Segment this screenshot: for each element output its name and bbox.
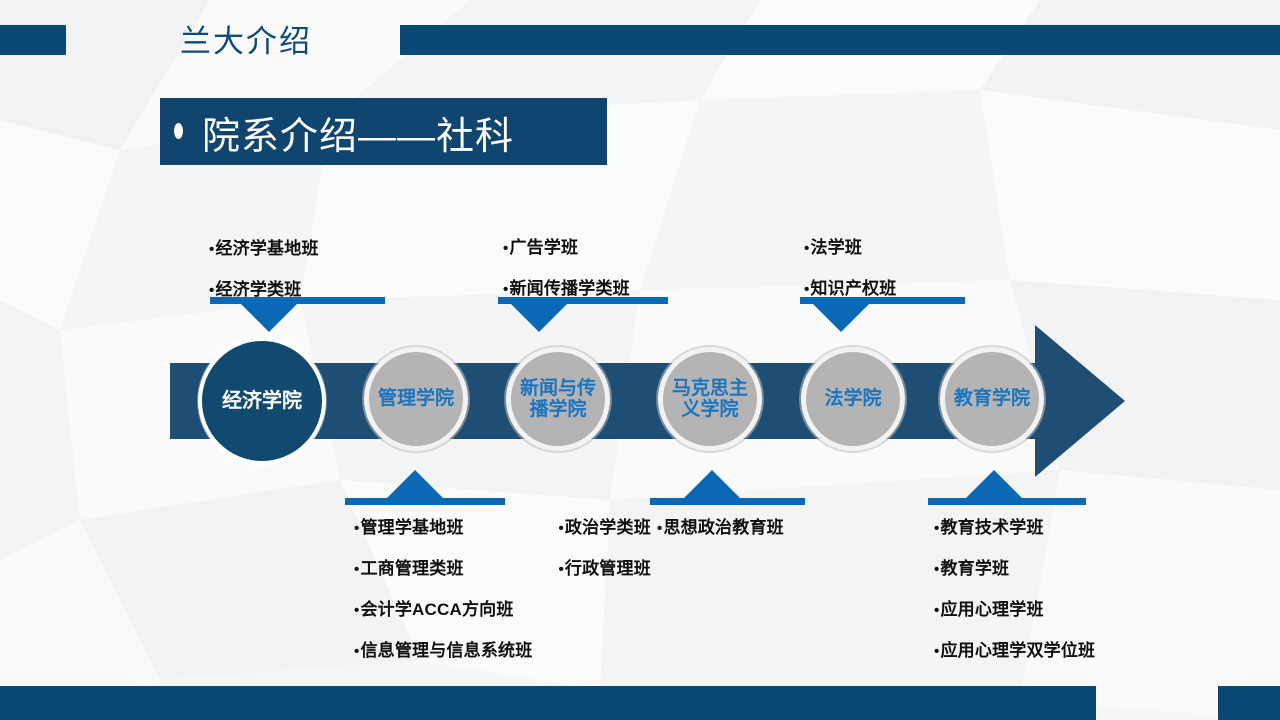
footer-bar-left <box>0 686 1096 720</box>
callout-item: 应用心理学双学位班 <box>934 636 1095 661</box>
callout-column-right: 政治学类班 行政管理班 <box>558 513 651 661</box>
connector-education <box>928 470 1086 506</box>
header-bar-right <box>400 25 1280 55</box>
flow-node-label: 经济学院 <box>222 389 302 412</box>
flow-node-economics[interactable]: 经济学院 <box>198 337 326 465</box>
callout-economics: 经济学基地班 经济学类班 <box>209 234 319 300</box>
flow-node-marxism[interactable]: 马克思主义学院 <box>658 347 762 451</box>
flow-node-label: 法学院 <box>824 388 882 410</box>
header-bar-left <box>0 25 66 55</box>
connector-journalism <box>498 297 668 333</box>
callout-item: 应用心理学班 <box>934 595 1095 620</box>
callout-management: 管理学基地班 工商管理类班 会计学ACCA方向班 信息管理与信息系统班 政治学类… <box>354 513 651 661</box>
flow-node-education[interactable]: 教育学院 <box>940 347 1044 451</box>
connector-law <box>800 297 965 333</box>
callout-item: 会计学ACCA方向班 <box>354 595 532 620</box>
callout-item: 信息管理与信息系统班 <box>354 636 532 661</box>
callout-item: 知识产权班 <box>804 274 896 299</box>
callout-item: 广告学班 <box>503 233 630 258</box>
callout-item: 经济学类班 <box>209 275 319 300</box>
callout-item: 政治学类班 <box>558 513 651 538</box>
connector-management <box>345 470 505 506</box>
flow-node-label: 教育学院 <box>953 388 1030 410</box>
flow-node-management[interactable]: 管理学院 <box>364 347 468 451</box>
section-title-box: 院系介绍——社科 <box>160 98 607 165</box>
flow-node-law[interactable]: 法学院 <box>801 347 905 451</box>
callout-item: 教育技术学班 <box>934 513 1095 538</box>
callout-item: 教育学班 <box>934 554 1095 579</box>
flow-node-label: 管理学院 <box>377 388 454 410</box>
flow-node-label: 马克思主义学院 <box>671 377 748 420</box>
callout-item: 法学班 <box>804 233 896 258</box>
callout-item: 新闻传播学类班 <box>503 274 630 299</box>
footer-bar-right <box>1218 686 1280 720</box>
callout-item: 经济学基地班 <box>209 234 319 259</box>
callout-journalism: 广告学班 新闻传播学类班 <box>503 233 630 299</box>
callout-item: 思想政治教育班 <box>657 513 784 538</box>
callout-item: 行政管理班 <box>558 554 651 579</box>
flow-node-journalism[interactable]: 新闻与传播学院 <box>506 347 610 451</box>
callout-column-left: 管理学基地班 工商管理类班 会计学ACCA方向班 信息管理与信息系统班 <box>354 513 532 661</box>
section-title-text: 院系介绍——社科 <box>202 116 515 158</box>
header-title: 兰大介绍 <box>180 24 312 59</box>
flow-node-label: 新闻与传播学院 <box>519 377 596 420</box>
callout-item: 管理学基地班 <box>354 513 532 538</box>
callout-education: 教育技术学班 教育学班 应用心理学班 应用心理学双学位班 <box>934 513 1095 661</box>
connector-marxism <box>650 470 805 506</box>
bullet-dot-icon <box>174 123 183 139</box>
callout-law: 法学班 知识产权班 <box>804 233 896 299</box>
connector-economics <box>210 297 385 333</box>
callout-item: 工商管理类班 <box>354 554 532 579</box>
callout-marxism: 思想政治教育班 <box>657 513 784 538</box>
